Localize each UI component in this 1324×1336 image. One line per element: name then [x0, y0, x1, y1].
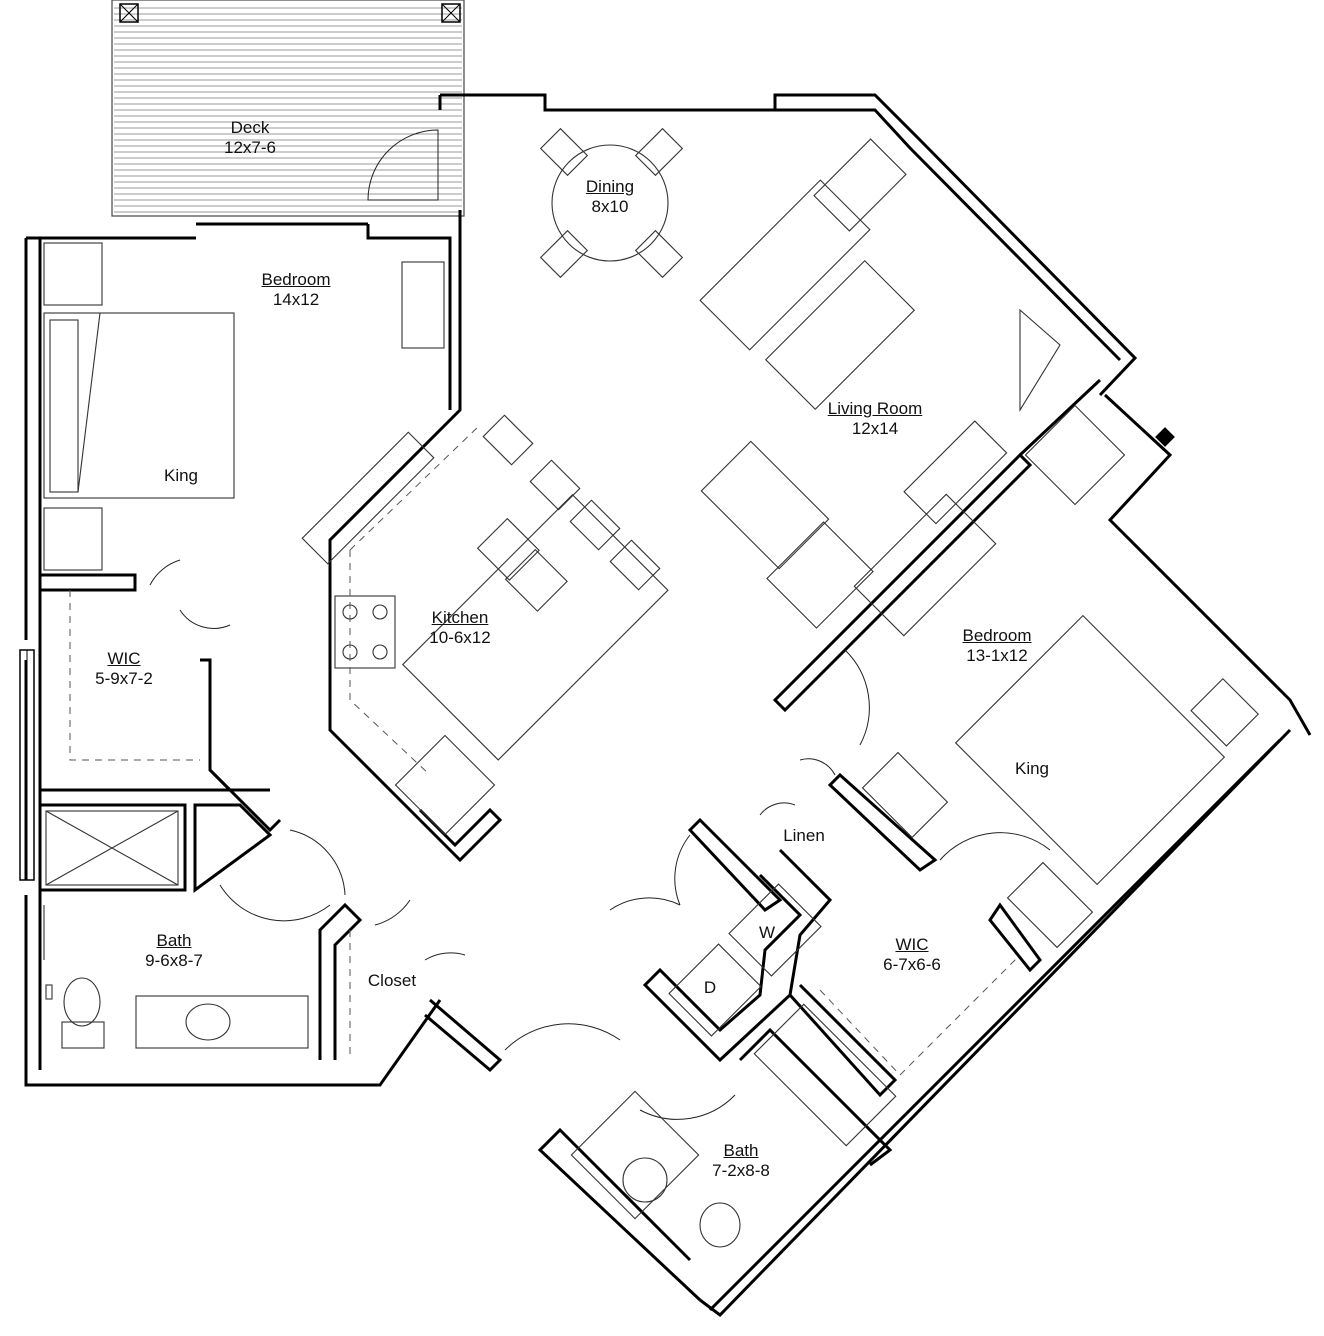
interior-walls [40, 378, 1102, 1167]
room-size: 12x14 [851, 419, 899, 438]
room-size: 13-1x12 [966, 646, 1028, 665]
bed-size: King [163, 466, 199, 485]
room-name: Bath [723, 1141, 759, 1160]
room-size: 12x7-6 [224, 138, 276, 157]
room-name: Linen [783, 826, 825, 845]
room-label-bath-1: Bath 9-6x8-7 [145, 931, 203, 971]
bed-label-bedroom-1: King [164, 466, 198, 486]
room-size: 9-6x8-7 [145, 951, 203, 970]
appliance-label-washer: W [759, 923, 775, 943]
room-name: WIC [895, 935, 929, 954]
room-size: 5-9x7-2 [95, 669, 153, 688]
room-label-wic-2: WIC 6-7x6-6 [883, 935, 941, 975]
room-size: 7-2x8-8 [712, 1161, 770, 1180]
dryer-label: D [703, 978, 717, 997]
room-name: Deck [230, 118, 270, 137]
deck [111, 0, 465, 217]
room-size: 10-6x12 [429, 628, 491, 647]
room-name: Bedroom [962, 626, 1032, 645]
exterior-walls [24, 93, 1312, 1317]
room-size: 8x10 [591, 197, 629, 216]
room-label-bedroom-2: Bedroom 13-1x12 [963, 626, 1032, 666]
room-name: Bath [156, 931, 192, 950]
appliance-label-dryer: D [704, 978, 716, 998]
door-swings [149, 129, 1051, 1120]
room-label-dining: Dining 8x10 [586, 177, 634, 217]
room-name: WIC [107, 649, 141, 668]
room-name: Dining [585, 177, 635, 196]
room-label-kitchen: Kitchen 10-6x12 [429, 608, 490, 648]
room-label-deck: Deck 12x7-6 [224, 118, 276, 158]
room-size: 14x12 [272, 290, 320, 309]
room-name: Bedroom [261, 270, 331, 289]
room-label-bedroom-1: Bedroom 14x12 [262, 270, 331, 310]
room-label-living-room: Living Room 12x14 [828, 399, 923, 439]
bed-label-bedroom-2: King [1015, 759, 1049, 779]
room-name: Kitchen [431, 608, 489, 627]
room-name: Closet [367, 971, 417, 990]
room-label-closet: Closet [368, 971, 416, 991]
room-size: 6-7x6-6 [883, 955, 941, 974]
washer-label: W [758, 923, 776, 942]
room-label-wic-1: WIC 5-9x7-2 [95, 649, 153, 689]
room-label-bath-2: Bath 7-2x8-8 [712, 1141, 770, 1181]
room-label-linen: Linen [783, 826, 825, 846]
room-name: Living Room [827, 399, 923, 418]
furniture [19, 127, 1260, 1248]
bed-size: King [1014, 759, 1050, 778]
